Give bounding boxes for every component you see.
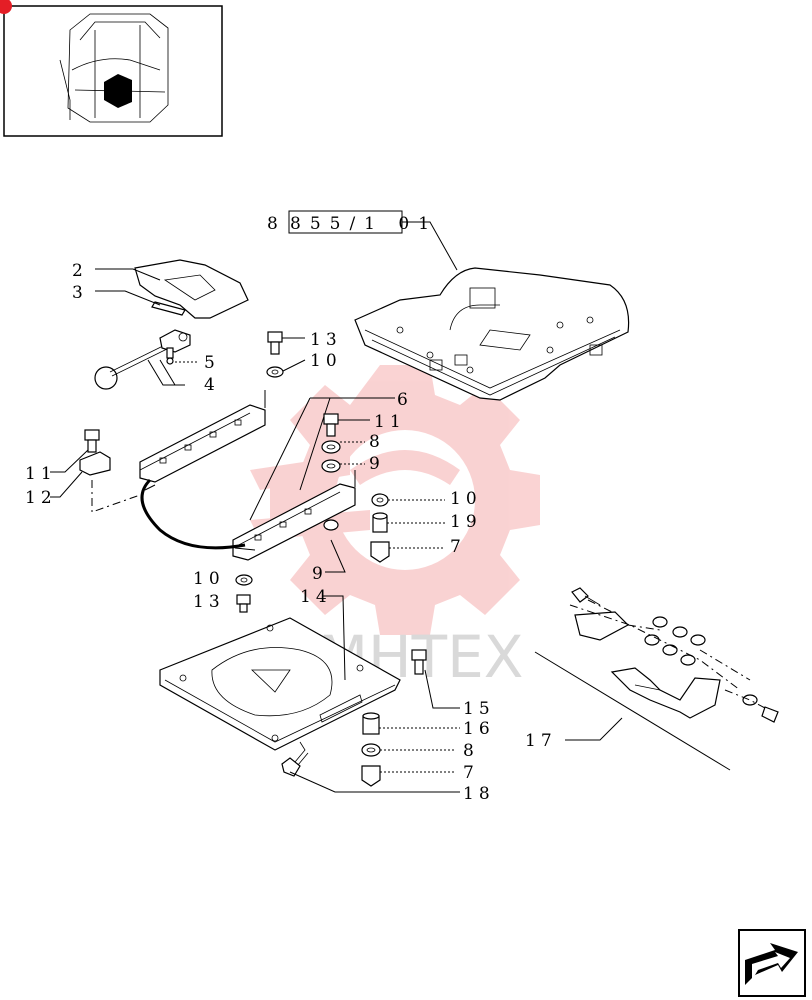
tractor-cab-thumbnail-icon xyxy=(59,13,169,123)
next-page-button[interactable] xyxy=(738,929,806,997)
strip-part-3 xyxy=(151,301,186,316)
washer-part-9-bottom xyxy=(323,519,339,531)
washer-part-10-top xyxy=(266,366,284,378)
callout-7-right: 7 xyxy=(450,537,466,557)
lever-part-18 xyxy=(281,741,309,777)
callout-19: 19 xyxy=(450,512,482,532)
callout-8-top: 8 xyxy=(369,432,385,452)
bolt-part-15 xyxy=(411,649,427,675)
pin-part-5 xyxy=(166,347,174,365)
washer-part-8-bottom xyxy=(361,743,381,757)
nut-part-7-bottom xyxy=(361,765,381,787)
bolt-part-11-left xyxy=(84,429,100,453)
washer-part-10-right xyxy=(371,493,389,507)
spacer-part-19 xyxy=(372,512,388,533)
callout-14: 14 xyxy=(300,587,332,607)
bolt-part-11-right xyxy=(323,413,339,437)
next-page-arrow-icon xyxy=(745,943,798,985)
callout-13-bottom: 13 xyxy=(193,592,225,612)
washer-part-10-bottom xyxy=(235,574,253,586)
callout-17: 17 xyxy=(525,731,557,751)
callout-13-top: 13 xyxy=(310,330,342,350)
washer-part-9-top xyxy=(321,459,341,473)
callout-11-right: 11 xyxy=(374,412,406,432)
callout-9-top: 9 xyxy=(369,454,385,474)
location-thumbnail[interactable] xyxy=(0,0,223,137)
bolt-part-13-top xyxy=(267,331,283,355)
spacer-part-16 xyxy=(362,712,380,735)
callout-3: 3 xyxy=(72,283,88,303)
callout-10-right: 10 xyxy=(450,489,482,509)
bolt-part-13-bottom xyxy=(236,594,251,613)
callout-16: 16 xyxy=(463,719,495,739)
callout-18: 18 xyxy=(463,784,495,804)
callout-15: 15 xyxy=(463,699,495,719)
seat-base-assembly xyxy=(354,267,630,401)
callout-5: 5 xyxy=(204,353,220,373)
bracket-part-12 xyxy=(79,451,111,476)
callout-6: 6 xyxy=(397,390,413,410)
washer-part-8-top xyxy=(321,440,341,454)
callout-11-left: 11 xyxy=(25,464,57,484)
callout-12: 12 xyxy=(25,488,57,508)
adjusting-knob-part-4 xyxy=(94,329,191,390)
callout-10-bottom: 10 xyxy=(193,569,225,589)
seat-cover-part-2 xyxy=(134,259,249,319)
slide-rail-right xyxy=(232,483,356,561)
callout-8-bottom: 8 xyxy=(463,741,479,761)
ref-code-text: 855/1 01 xyxy=(290,214,438,234)
callout-9-bottom: 9 xyxy=(312,564,328,584)
callout-10-top: 10 xyxy=(310,351,342,371)
nut-part-7-right xyxy=(370,541,390,563)
callout-7-bottom: 7 xyxy=(463,763,479,783)
seat-belt-part-17 xyxy=(569,587,779,723)
swivel-plate-part-14 xyxy=(159,617,401,751)
callout-4: 4 xyxy=(204,375,220,395)
callout-2: 2 xyxy=(72,261,88,281)
watermark-gear-logo xyxy=(250,365,540,635)
corner-marker-icon xyxy=(0,0,12,14)
ref-code-prefix: 8 xyxy=(267,214,283,234)
slide-rail-left xyxy=(139,404,266,483)
